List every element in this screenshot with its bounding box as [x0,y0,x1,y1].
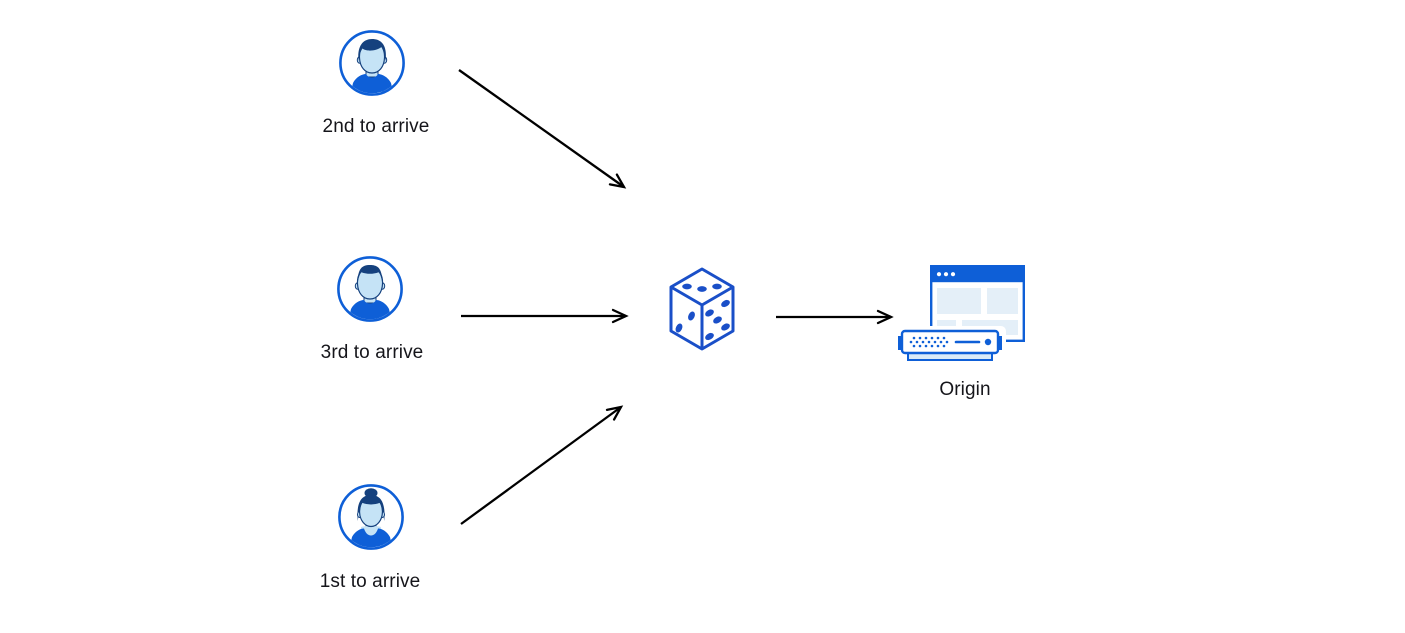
label-1st-to-arrive: 1st to arrive [319,571,421,592]
origin-label: Origin [939,379,991,400]
user-avatar-icon [339,30,405,96]
label-2nd-to-arrive: 2nd to arrive [322,116,430,137]
label-3rd-to-arrive: 3rd to arrive [320,342,424,363]
user-avatar-icon [338,484,404,550]
actor-1st-to-arrive [338,484,404,550]
user-avatar-icon [337,256,403,322]
server-led-dots [909,336,949,348]
dice-icon [669,267,735,351]
arrow-1st-to-dice [460,405,624,525]
actor-3rd-to-arrive [337,256,403,322]
actor-2nd-to-arrive [339,30,405,96]
server-icon [894,326,1006,363]
random-selector-node [667,266,737,352]
arrow-2nd-to-dice [458,69,627,189]
